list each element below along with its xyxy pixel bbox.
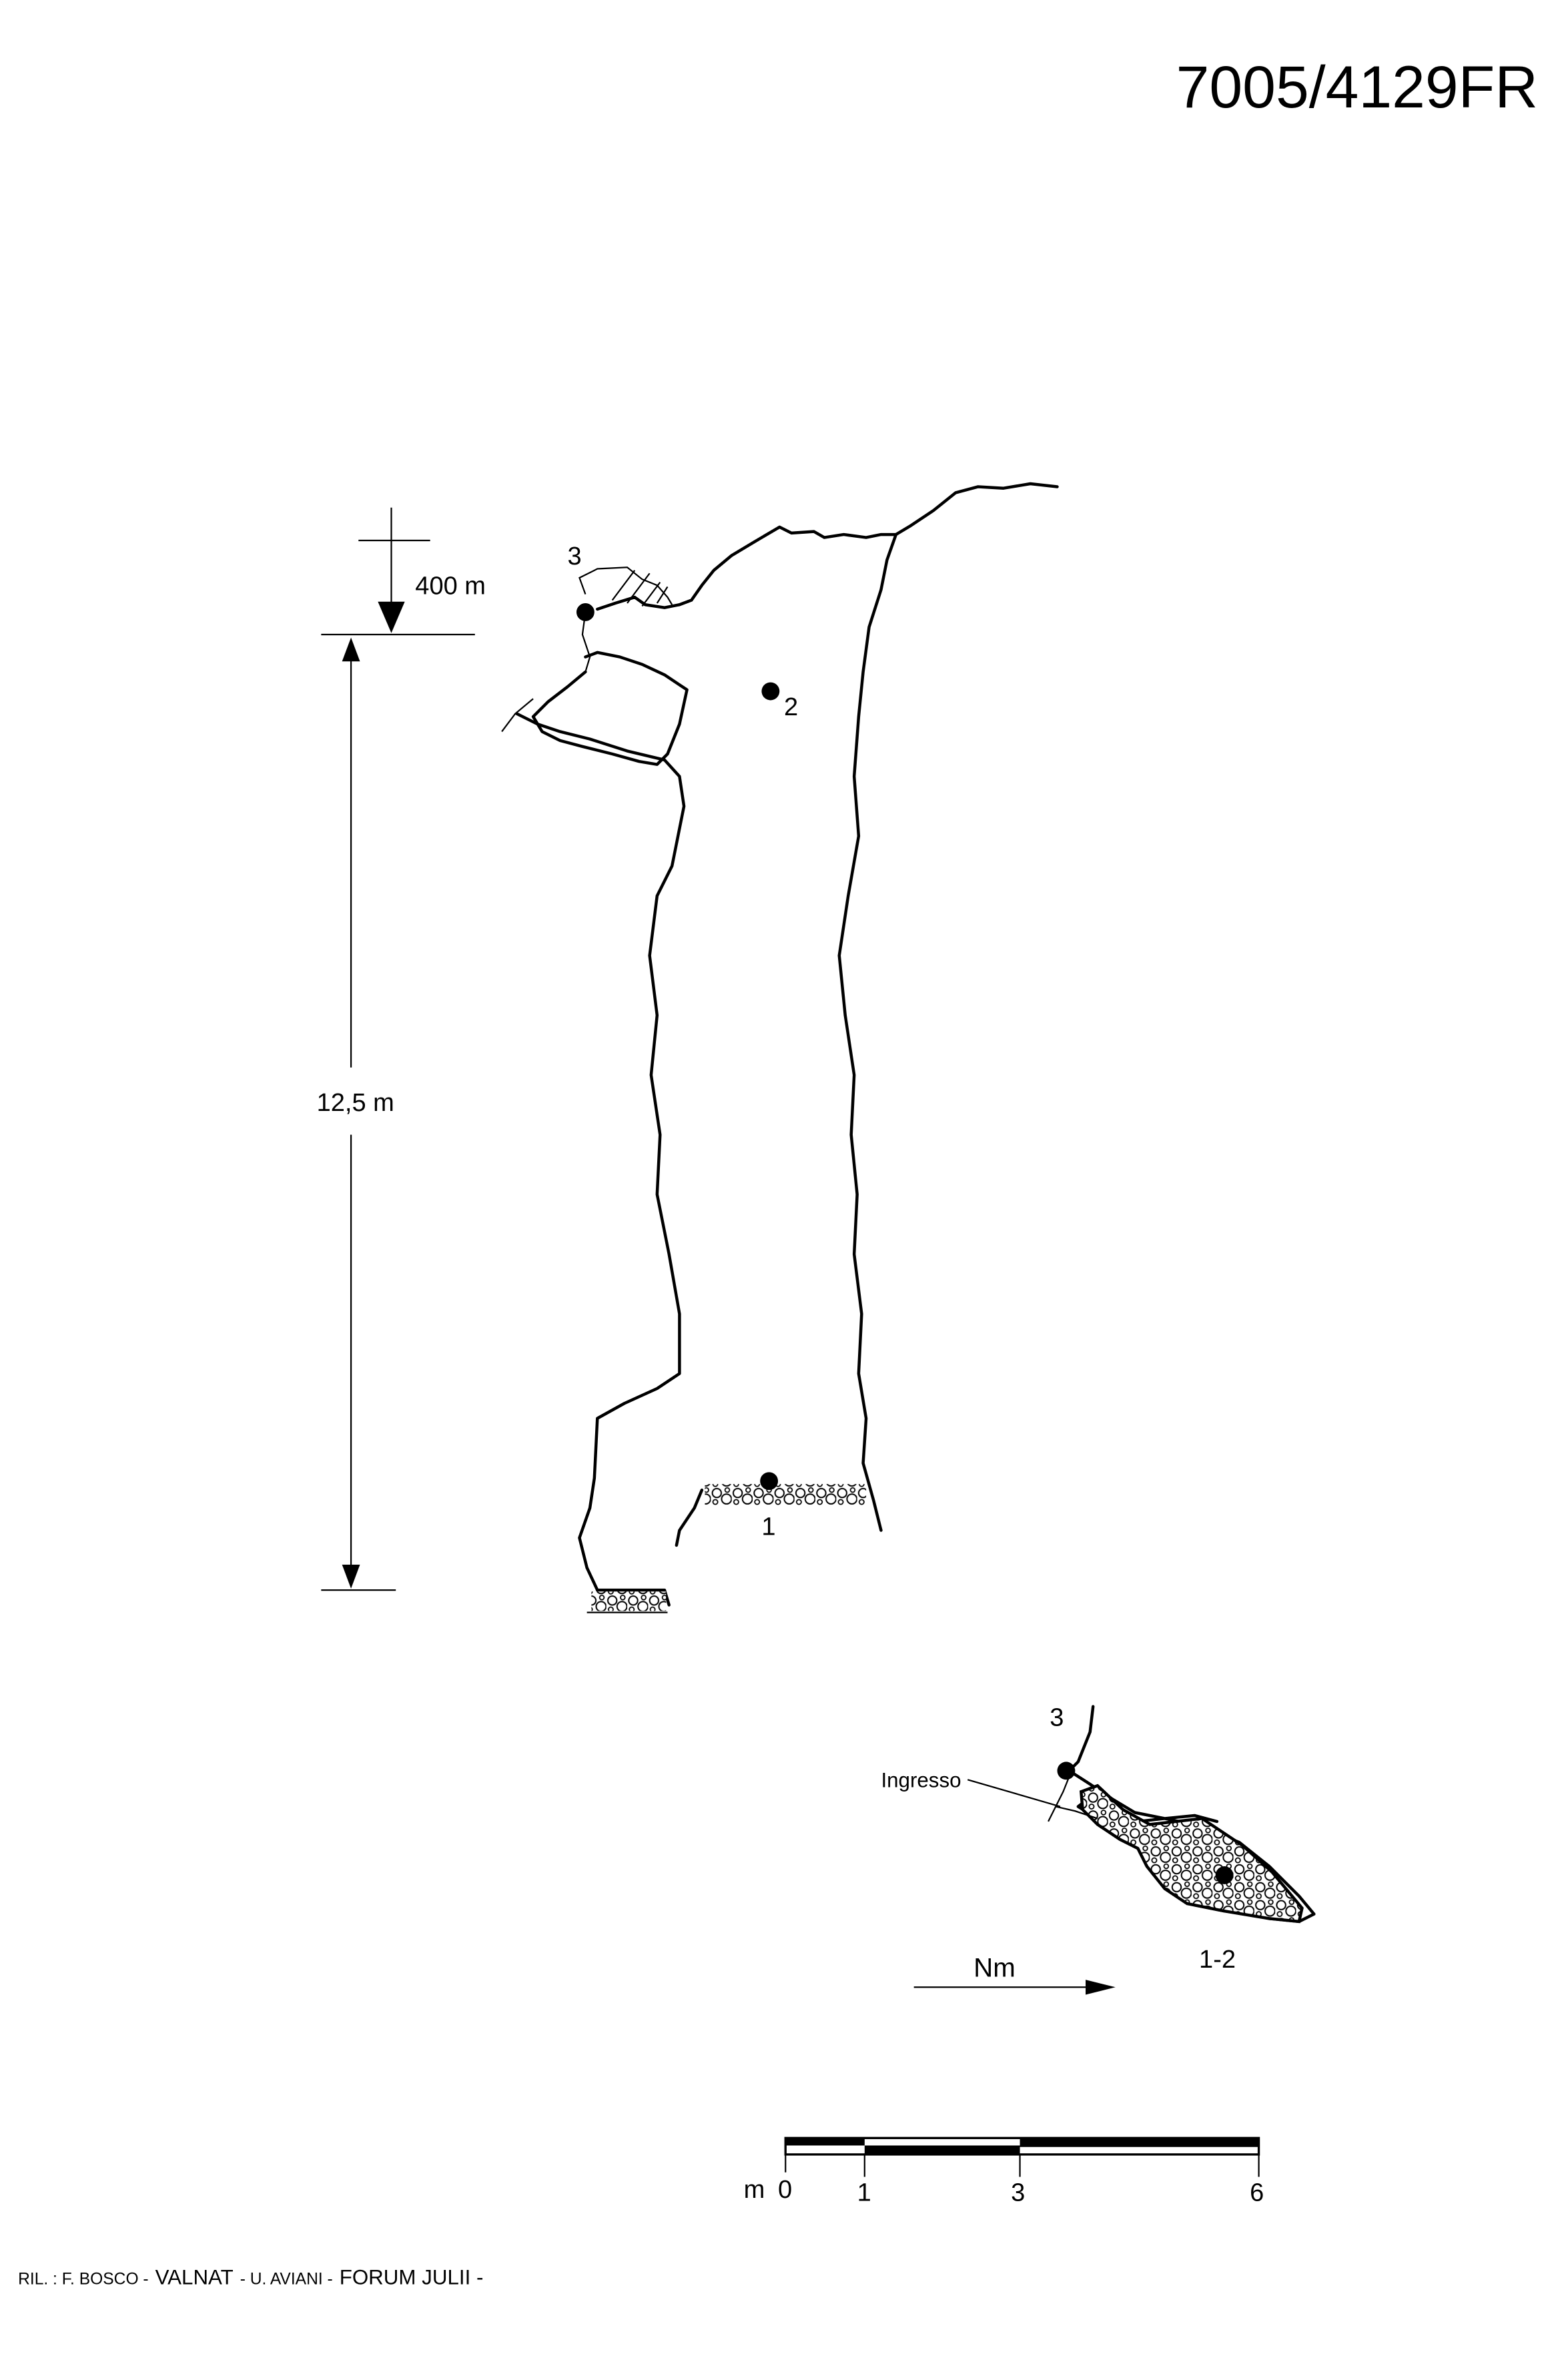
survey-point-1 [760,1472,779,1491]
point-label-2: 2 [784,693,798,721]
plan-point-label-1-2: 1-2 [1199,1946,1236,1974]
survey-title: 7005/4129FR [1176,53,1538,120]
depth-marker: 400 m [321,507,486,636]
scale-unit: m [744,2176,765,2204]
gravel-fill [705,1484,867,1505]
scale-tick-0: 0 [778,2176,792,2204]
height-dimension: 12,5 m [317,637,396,1591]
survey-point-1-2 [1215,1866,1234,1884]
point-label-1: 1 [761,1513,775,1541]
north-arrow: Nm [913,1953,1116,1995]
entrance-label: Ingresso [881,1768,961,1792]
survey-point-3 [576,603,595,621]
height-label: 12,5 m [317,1089,394,1117]
credit-group-1: VALNAT [155,2266,234,2289]
survey-credits: RIL. : F. BOSCO - VALNAT - U. AVIANI - F… [18,2263,483,2290]
depth-label: 400 m [415,572,486,601]
cave-section: 3 2 1 [501,482,1059,1613]
plan-point-label-3: 3 [1050,1704,1064,1732]
credit-surveyor-2: - U. AVIANI - [240,2271,333,2289]
credit-group-2: FORUM JULII - [340,2266,484,2289]
cave-plan: 3 Ingresso 1-2 [881,1704,1316,1974]
survey-point-2 [761,682,780,701]
entrance-point [1057,1761,1076,1780]
north-label: Nm [973,1953,1016,1983]
scale-tick-3: 3 [1011,2179,1025,2207]
scale-tick-1: 1 [857,2179,871,2207]
gravel-fill [591,1591,667,1611]
scale-tick-6: 6 [1250,2179,1264,2207]
scale-bar: m 0 1 3 6 [744,2136,1264,2207]
point-label-3: 3 [568,542,582,570]
credit-surveyor: RIL. : F. BOSCO - [18,2271,149,2289]
